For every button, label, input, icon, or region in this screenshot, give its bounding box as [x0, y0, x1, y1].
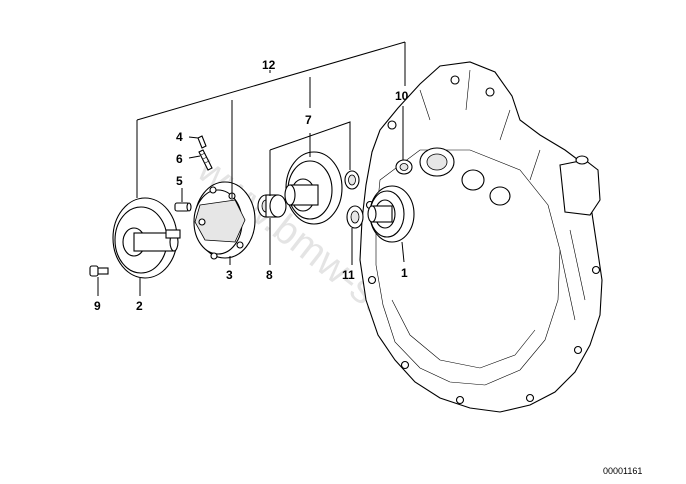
part-5-pin: [174, 202, 192, 212]
gearbox-housing: [359, 61, 603, 413]
part-8-needle-bearing: [257, 194, 287, 218]
callout-11: 11: [342, 268, 355, 282]
callout-10: 10: [395, 89, 409, 103]
callout-4: 4: [176, 130, 183, 144]
part-6-spring: [198, 149, 213, 171]
part-11-bearing: [346, 205, 364, 229]
callout-3: 3: [226, 268, 233, 282]
callout-1: 1: [401, 266, 408, 280]
callout-9: 9: [94, 299, 101, 313]
document-id: 00001161: [603, 466, 642, 476]
callout-7: 7: [305, 113, 312, 127]
part-7-intermediate-gear: [284, 151, 360, 225]
callout-5: 5: [176, 174, 183, 188]
part-1-input-shaft-gear: [367, 185, 415, 243]
leader-lines: [97, 41, 406, 296]
callout-2: 2: [136, 299, 143, 313]
part-2-drive-gear: [112, 197, 181, 279]
callout-8: 8: [266, 268, 273, 282]
callout-6: 6: [176, 152, 183, 166]
part-3-carrier: [193, 181, 256, 260]
callout-labels: 12 10 7 4 6 5 3 8 11 1 9 2: [94, 58, 409, 313]
callout-12: 12: [262, 58, 276, 72]
part-4-spring-pin: [197, 135, 207, 149]
part-9-bolt: [89, 265, 109, 277]
